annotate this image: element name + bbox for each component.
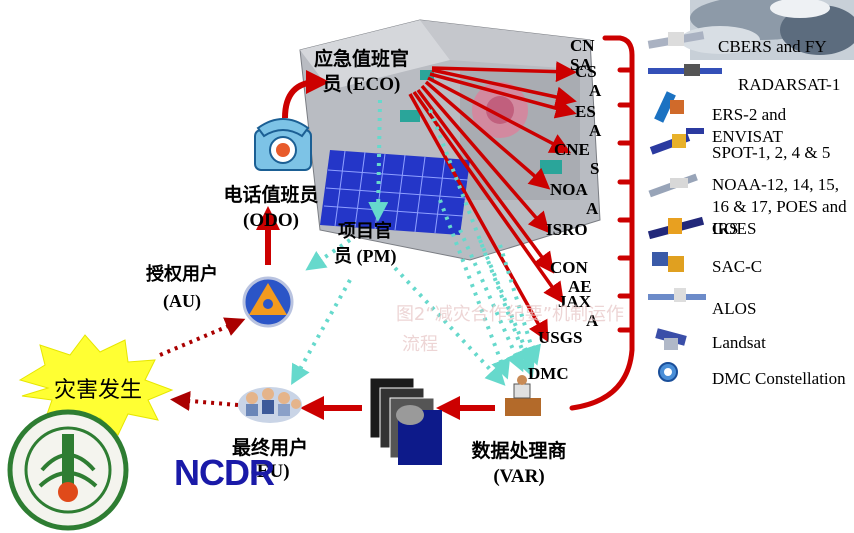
au-title: 授权用户	[146, 264, 218, 285]
ncdr-seal-logo	[7, 409, 129, 531]
pm-subtitle: 员 (PM)	[334, 246, 397, 266]
arrow-to-csa	[431, 68, 577, 108]
odo-to-eco-arrow	[282, 70, 330, 119]
eco-subtitle: 员 (ECO)	[322, 74, 401, 95]
var-label: 数据处理商 (VAR)	[456, 438, 582, 490]
agency-line1: JAX	[558, 292, 592, 311]
dmc-node-label: DMC	[528, 364, 569, 383]
satellite-landsat: Landsat	[712, 333, 766, 352]
watermark-caption: 图2“减灾合作纪要”机制运作 流程	[340, 300, 680, 360]
odo-title: 电话值班员	[223, 184, 319, 206]
satellite-sacc: SAC-C	[712, 257, 763, 276]
eco-to-var-arrow	[428, 109, 536, 378]
ers-satellite-icon	[654, 91, 684, 123]
agency-line1: USGS	[538, 328, 583, 347]
landsat-satellite-icon	[655, 328, 687, 350]
eu-to-disaster-arrow	[170, 391, 239, 411]
satellite-radarsat: RADARSAT-1	[738, 75, 841, 94]
satellite-noaa: NOAA-12, 14, 15, 16 & 17, POES and GOES	[712, 175, 847, 238]
arrow-to-cnsa	[431, 61, 577, 83]
satellite-dmc: DMC Constellation	[712, 369, 846, 388]
eu-label: 最终用户 (EU)	[222, 436, 318, 484]
agency-line1: NOA	[550, 180, 588, 199]
alos-satellite-icon	[648, 288, 706, 302]
arrow-to-cnes	[427, 76, 572, 154]
au-subtitle: (AU)	[163, 291, 201, 311]
satellite-ers: ERS-2 and ENVISAT	[712, 105, 787, 146]
agency-line1: ES	[575, 102, 596, 121]
disaster-to-au-arrow	[159, 317, 246, 357]
radarsat-satellite-icon	[648, 64, 722, 76]
pm-to-au-arrow	[305, 238, 352, 271]
watermark-line1: 图2“减灾合作纪要”机制运作	[395, 304, 625, 325]
pm-to-eu-arrow	[291, 279, 352, 385]
satellite-irs: IRS	[712, 219, 739, 238]
agency-line1: CS	[575, 62, 597, 81]
agency-line2: SA	[570, 55, 592, 74]
data-image-stack	[369, 377, 442, 465]
civil-protection-icon	[242, 276, 294, 328]
eu-subtitle: (EU)	[250, 461, 290, 482]
agency-isro: ISRO	[546, 220, 588, 239]
disaster-label: 灾害发生	[54, 378, 143, 403]
agency-line2: A	[589, 81, 602, 100]
agency-line2: A	[586, 311, 599, 330]
end-users-icon	[238, 387, 302, 423]
spot-satellite-icon	[649, 128, 704, 155]
agency-line2: A	[589, 121, 602, 140]
var-title: 数据处理商	[471, 440, 567, 462]
eco-to-pm-arrow	[368, 99, 389, 222]
agency-line2: S	[590, 159, 600, 178]
var-subtitle: (VAR)	[493, 466, 545, 487]
watermark-line2: 流程	[402, 334, 438, 355]
ncdr-wordmark: NCDR	[174, 452, 275, 493]
satellite-alos: ALOS	[712, 299, 757, 318]
agency-bracket	[569, 35, 635, 411]
workstation-icon	[505, 375, 541, 416]
eu-title: 最终用户	[231, 437, 308, 459]
odo-subtitle: (ODO)	[243, 210, 299, 231]
cloud-background	[680, 0, 854, 60]
arrow-to-usgs	[408, 93, 549, 343]
pm-title: 项目官	[338, 221, 392, 242]
dmc-satellite-icon	[658, 362, 678, 382]
irs-satellite-icon	[647, 216, 705, 240]
arrow-to-esa	[429, 72, 577, 119]
satellite-spot: SPOT-1, 2, 4 & 5	[712, 143, 831, 162]
telephone-icon	[254, 118, 312, 171]
arrow-to-isro	[420, 84, 550, 234]
eco-label: 应急值班官 员 (ECO)	[314, 46, 409, 98]
satellite-cbers: CBERS and FY	[718, 37, 827, 56]
agency-line2: AE	[568, 277, 592, 296]
odo-label: 电话值班员 (ODO)	[215, 182, 327, 234]
agency-line2: A	[586, 199, 599, 218]
agency-line1: ISRO	[546, 220, 588, 239]
eco-title: 应急值班官	[314, 48, 410, 70]
au-label: 授权用户 (AU)	[146, 262, 218, 314]
agency-line1: CN	[570, 36, 595, 55]
arrow-to-conae	[416, 88, 555, 274]
sacc-satellite-icon	[652, 252, 684, 272]
agency-usgs: USGS	[538, 328, 582, 347]
noaa-satellite-icon	[648, 173, 698, 198]
pm-label: 项目官 员 (PM)	[334, 220, 396, 268]
cbers-satellite-icon	[647, 31, 705, 49]
eco-to-agency-arrows	[408, 61, 577, 343]
agency-line1: CON	[550, 258, 588, 277]
pm-to-var-arrow	[393, 266, 506, 386]
arrow-to-noaa	[424, 80, 551, 190]
teal-flow-arrows	[291, 99, 542, 386]
agency-line1: CNE	[554, 140, 590, 159]
